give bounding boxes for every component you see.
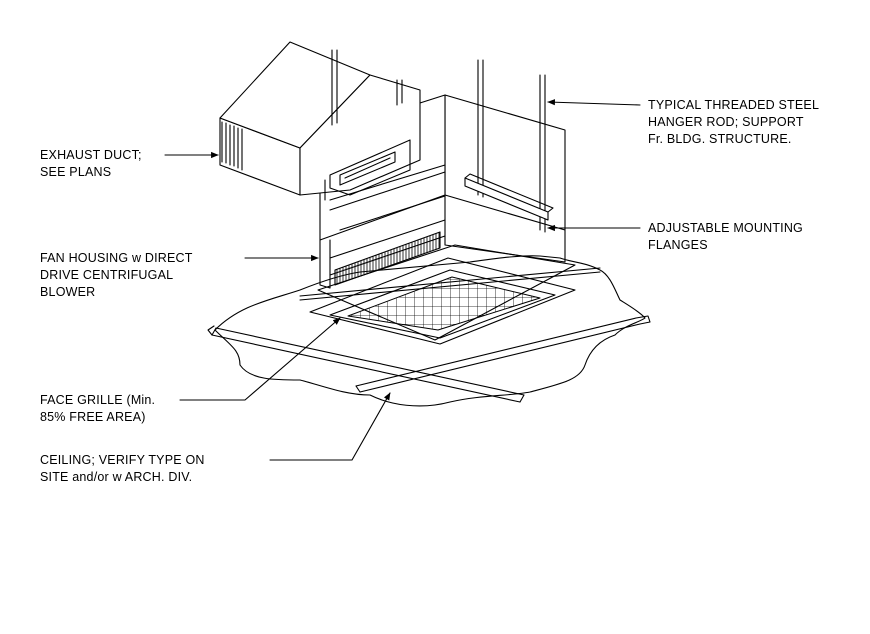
leader-face-grille <box>179 317 341 401</box>
fan-housing-top <box>444 94 566 231</box>
hanger-rod-2 <box>539 74 546 233</box>
leader-hanger-rod <box>547 99 641 106</box>
hanger-rod-1 <box>477 59 484 198</box>
grille-frame <box>309 257 576 345</box>
fan-housing-left-lower <box>319 239 331 289</box>
leader-ceiling <box>269 392 391 461</box>
hanger-rod-3 <box>331 49 338 126</box>
exhaust-duct-collar <box>329 139 411 196</box>
exhaust-duct-side <box>299 74 421 196</box>
exhaust-duct-end-hatch <box>221 121 243 171</box>
mounting-flange-lip <box>464 173 554 213</box>
label-hanger-rod: TYPICAL THREADED STEEL HANGER ROD; SUPPO… <box>648 98 820 146</box>
exhaust-duct-damper <box>339 151 396 186</box>
ceiling-tbar-1 <box>211 327 525 403</box>
label-ceiling: CEILING; VERIFY TYPE ON SITE and/or w AR… <box>40 453 205 484</box>
ceiling-tbar-ends <box>207 315 651 336</box>
mounting-flange <box>464 177 549 221</box>
ceiling-tbar-2 <box>355 317 641 393</box>
ceiling-outline <box>214 255 646 407</box>
label-face-grille: FACE GRILLE (Min. 85% FREE AREA) <box>40 393 156 424</box>
label-mounting-flanges: ADJUSTABLE MOUNTING FLANGES <box>648 221 803 252</box>
grille-mesh <box>347 276 541 331</box>
hanger-rod-4 <box>396 79 403 106</box>
label-fan-housing: FAN HOUSING w DIRECT DRIVE CENTRIFUGAL B… <box>40 251 193 299</box>
exhaust-duct-damper-blade <box>344 157 391 179</box>
grille-inner-frame <box>329 269 556 339</box>
label-exhaust-duct: EXHAUST DUCT; SEE PLANS <box>40 148 142 179</box>
blower-louver <box>334 231 441 286</box>
